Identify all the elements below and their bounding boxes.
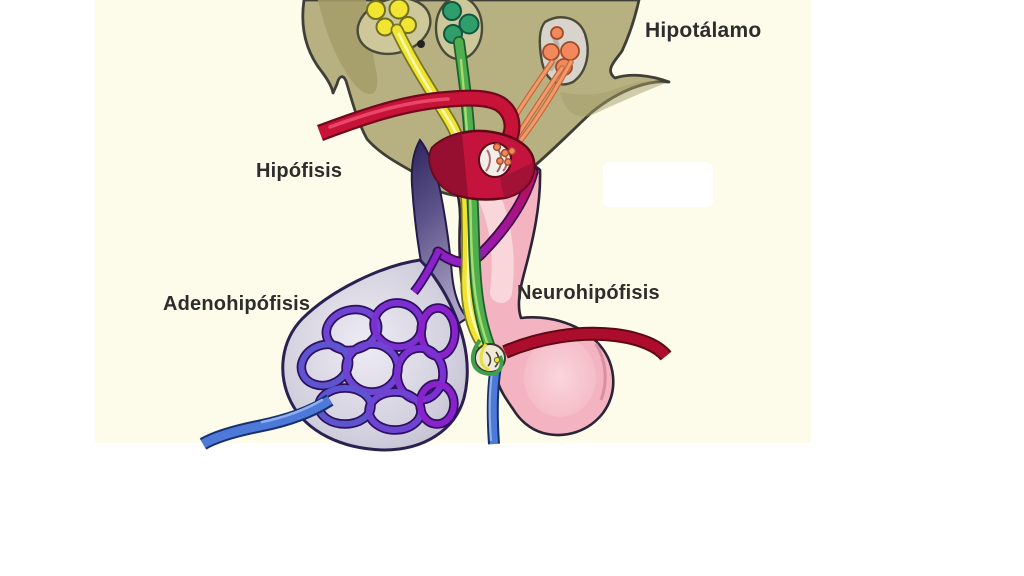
hypothalamus-band-shade (560, 81, 666, 117)
capillary-knot (478, 142, 517, 178)
label-posterior-pituitary: Neurohipófisis (517, 282, 660, 304)
inferior-artery (502, 326, 672, 361)
neural-terminal-knot (471, 338, 506, 376)
label-hypothalamus: Hipotálamo (645, 19, 762, 42)
left-vein (199, 394, 334, 450)
portal-vessel (432, 166, 539, 268)
orange-axon-terminals (492, 142, 517, 166)
label-pituitary: Hipófisis (256, 160, 343, 182)
green-nucleus (434, 0, 484, 61)
right-vein (486, 365, 502, 445)
portal-capillary-network (296, 249, 460, 435)
axon-junction-dot (417, 40, 425, 48)
label-anterior-pituitary: Adenohipófisis (163, 293, 311, 315)
blank-label-patch (603, 162, 713, 207)
posterior-lobe-crease (594, 343, 607, 401)
